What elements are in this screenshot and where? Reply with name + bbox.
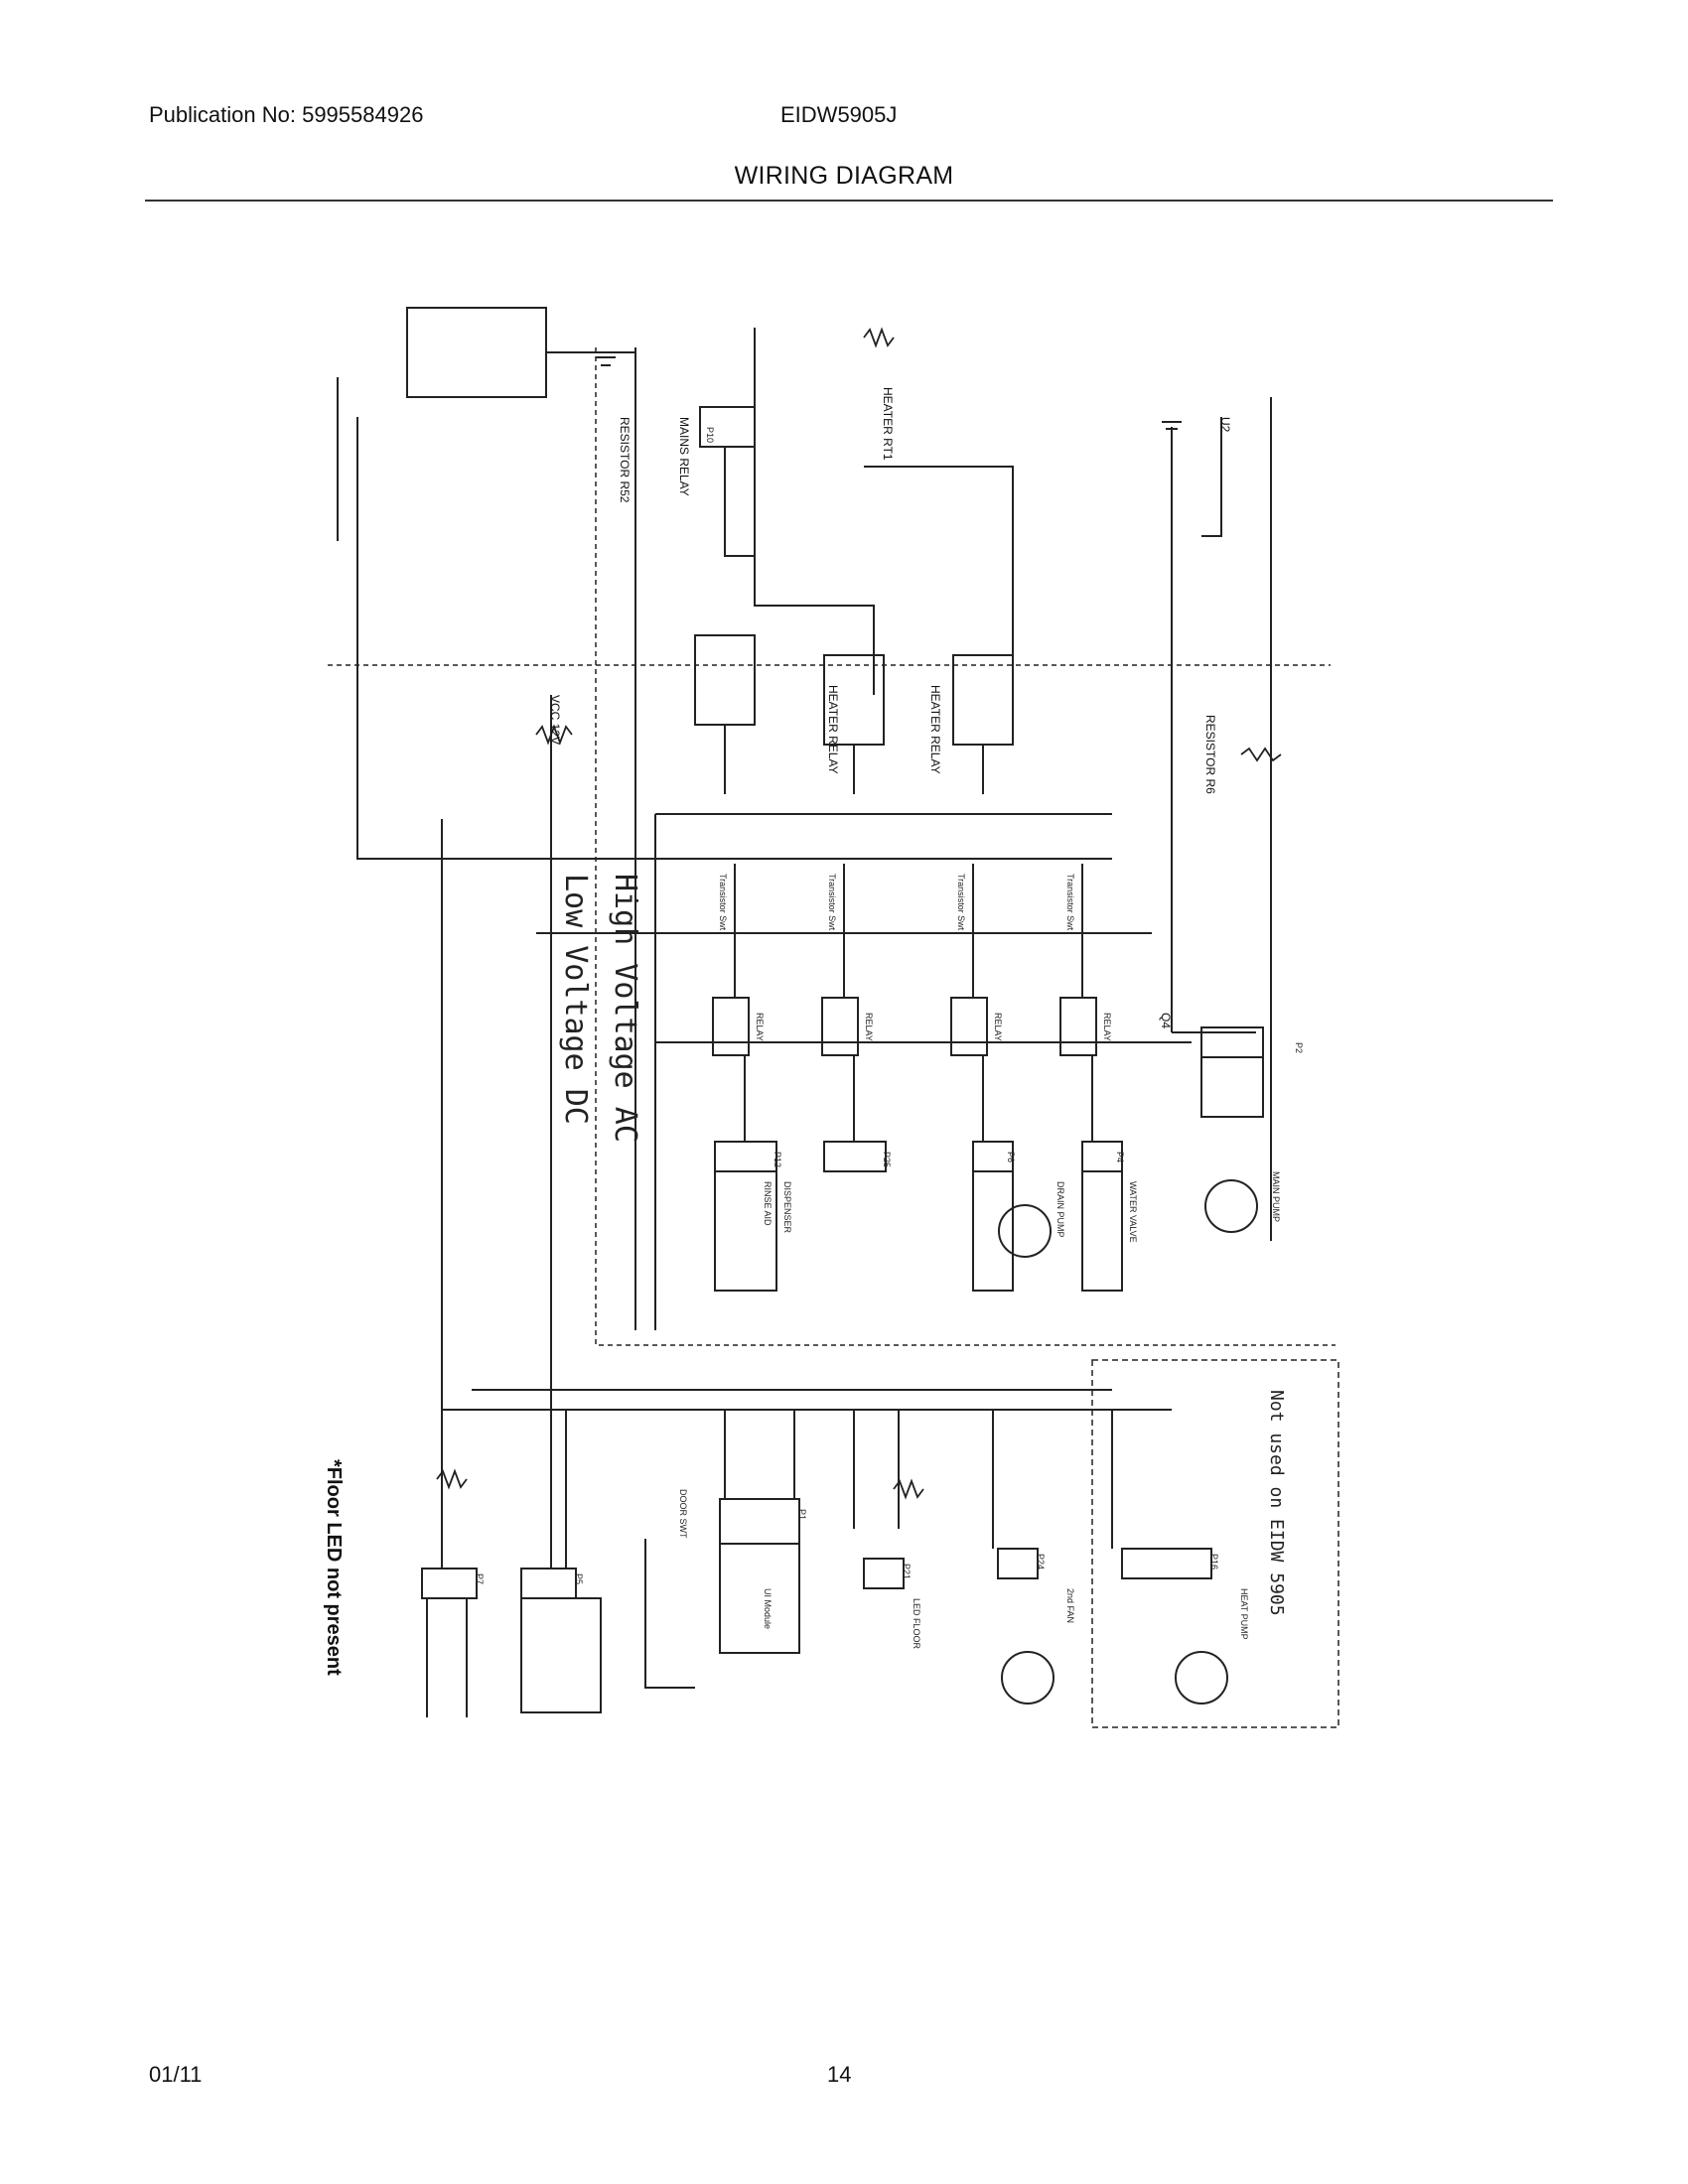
load-dispenser: DISPENSER — [782, 1181, 792, 1234]
connector-p7: P7 — [475, 1573, 485, 1584]
load-led-floor: LED FLOOR — [912, 1598, 921, 1650]
load-main-pump: MAIN PUMP — [1271, 1171, 1281, 1222]
connector-p16: P16 — [1209, 1554, 1219, 1570]
triac-label: Q4 — [1159, 1013, 1173, 1028]
connector-p24: P24 — [1036, 1554, 1046, 1570]
resistor-r6-label: RESISTOR R6 — [1203, 715, 1217, 794]
load-door-switch: DOOR SWT — [678, 1489, 688, 1539]
relay-k-4: RELAY — [1102, 1013, 1112, 1041]
resistor-bottom — [436, 1468, 468, 1490]
publication-date: 01/11 — [149, 2062, 203, 2087]
header-divider — [145, 200, 1553, 202]
resistor-r-vcc — [535, 724, 573, 746]
resistor-r6-zigzag — [1240, 747, 1282, 762]
publication-number: Publication No: 5995584926 — [149, 102, 424, 127]
page-title: WIRING DIAGRAM — [734, 162, 954, 190]
resistor-conn2 — [893, 1478, 924, 1500]
relay-k-1: RELAY — [755, 1013, 765, 1041]
vcc-label: VCC 12V — [548, 695, 562, 745]
heater-relay-2-label: HEATER RELAY — [928, 685, 942, 774]
page-number: 14 — [827, 2062, 852, 2087]
connector-p1: P1 — [797, 1509, 807, 1520]
relay-k-3: RELAY — [993, 1013, 1003, 1041]
not-used-note: Not used on EIDW 5905 — [1266, 1390, 1287, 1616]
heater-label: HEATER RT1 — [881, 387, 895, 461]
connector-p12: P12 — [773, 1152, 782, 1167]
connector-p6: P6 — [1006, 1152, 1016, 1162]
load-ui-module: UI Module — [763, 1588, 773, 1629]
transistor-switch-4: Transistor Swt — [1065, 874, 1075, 931]
optoisolator-label: U2 — [1218, 417, 1232, 433]
load-water-valve: WATER VALVE — [1128, 1181, 1138, 1243]
transistor-switch-2: Transistor Swt — [827, 874, 837, 931]
transistor-switch-3: Transistor Swt — [956, 874, 966, 931]
ground-icon — [596, 356, 1182, 430]
mains-relay-label: MAINS RELAY — [677, 417, 691, 496]
load-heat-pump: HEAT PUMP — [1239, 1588, 1249, 1640]
not-used-box — [1091, 1359, 1339, 1728]
connector-p4: P4 — [1115, 1152, 1125, 1162]
model-number: EIDW5905J — [780, 102, 898, 127]
resistor-r52-label: RESISTOR R52 — [618, 417, 632, 503]
connector-p2: P2 — [1294, 1042, 1304, 1053]
connector-p5: P5 — [574, 1573, 584, 1584]
heater-zigzag — [863, 327, 895, 348]
load-drain-pump: DRAIN PUMP — [1055, 1181, 1065, 1238]
load-rinse-aid: RINSE AID — [763, 1181, 773, 1226]
load-2nd-fan: 2nd FAN — [1065, 1588, 1075, 1623]
heater-relay-1-label: HEATER RELAY — [826, 685, 840, 774]
relay-k-2: RELAY — [864, 1013, 874, 1041]
section-label-high: High Voltage AC — [608, 874, 642, 1143]
hv-boundary-line — [595, 347, 1336, 1346]
floor-led-note: *Floor LED not present — [323, 1459, 345, 1676]
connector-p21: P21 — [902, 1564, 912, 1579]
connector-p10: P10 — [705, 427, 715, 443]
section-label-low: Low Voltage DC — [558, 874, 593, 1125]
transistor-switch-1: Transistor Swt — [718, 874, 728, 931]
connector-p25: P25 — [882, 1152, 892, 1167]
